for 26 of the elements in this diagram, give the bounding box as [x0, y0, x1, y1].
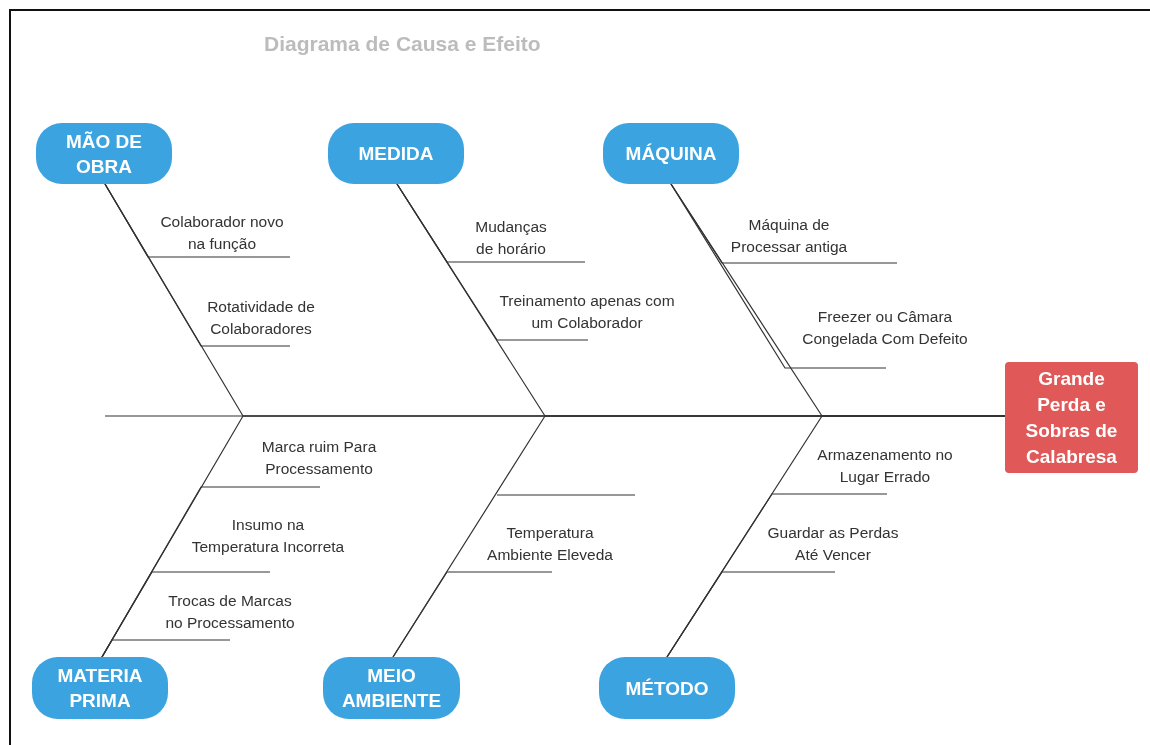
cause-branch-line: [101, 639, 231, 658]
cause-text: Trocas de Marcas no Processamento: [122, 590, 338, 640]
cause-branch-line: [104, 183, 291, 347]
cause-branch-line: [392, 571, 553, 658]
category-pill: MATERIA PRIMA: [32, 657, 168, 719]
category-pill: MÉTODO: [599, 657, 735, 719]
cause-text: Colaborador novo na função: [114, 211, 330, 257]
cause-text: Mudanças de horário: [403, 216, 619, 262]
cause-text: Guardar as Perdas Até Vencer: [725, 522, 941, 572]
cause-text: Armazenamento no Lugar Errado: [777, 444, 993, 494]
category-pill: MEDIDA: [328, 123, 464, 184]
diagram-title: Diagrama de Causa e Efeito: [264, 32, 541, 56]
category-pill: MEIO AMBIENTE: [323, 657, 460, 719]
cause-text: Rotatividade de Colaboradores: [153, 296, 369, 346]
cause-text: Máquina de Processar antiga: [681, 214, 897, 263]
cause-text: Treinamento apenas com um Colaborador: [479, 290, 695, 340]
effect-box: Grande Perda e Sobras de Calabresa: [1005, 362, 1138, 473]
cause-branch-line: [666, 571, 836, 658]
cause-branch-line: [396, 183, 589, 341]
cause-text: Temperatura Ambiente Eleveda: [442, 522, 658, 572]
category-pill: MÃO DE OBRA: [36, 123, 172, 184]
cause-text: Insumo na Temperatura Incorreta: [160, 514, 376, 572]
cause-branch-line: [670, 183, 887, 369]
cause-text: Freezer ou Câmara Congelada Com Defeito: [777, 306, 993, 368]
category-pill: MÁQUINA: [603, 123, 739, 184]
cause-text: Marca ruim Para Processamento: [211, 436, 427, 487]
